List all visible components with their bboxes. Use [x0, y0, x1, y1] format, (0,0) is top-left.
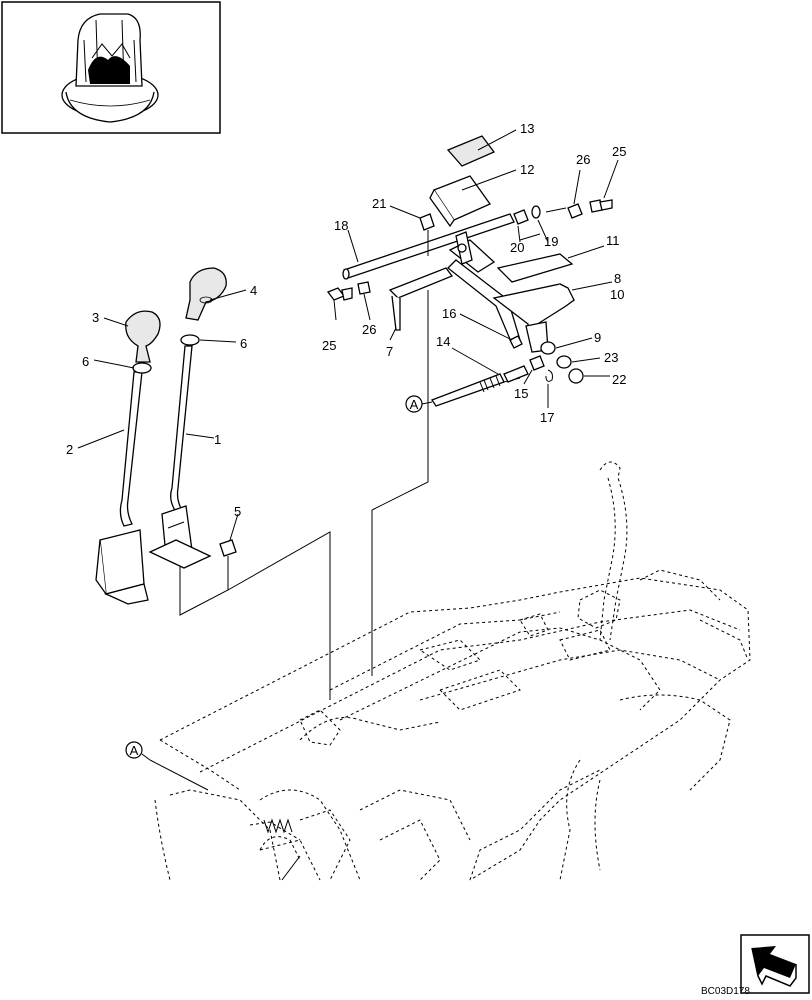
callout-11: 11	[606, 233, 620, 248]
callout-4: 4	[250, 283, 257, 298]
reference-mark-upper: A	[405, 395, 433, 413]
callout-8: 8	[614, 271, 621, 286]
callout-19: 19	[544, 234, 558, 249]
lever-2-assembly	[95, 310, 161, 605]
callout-22: 22	[612, 372, 626, 387]
pedal-pad-icon	[446, 135, 496, 167]
cab-thumbnail-icon	[61, 13, 159, 123]
callout-6-left: 6	[82, 354, 89, 369]
reference-mark-lower-label: A	[130, 743, 139, 758]
callout-17: 17	[540, 410, 554, 425]
callout-16: 16	[442, 306, 456, 321]
callout-25-left: 25	[322, 338, 336, 353]
callout-15: 15	[514, 386, 528, 401]
lever-knob-icon	[185, 267, 227, 321]
snap-ring-icon	[568, 368, 584, 384]
view-direction-arrow-icon	[751, 946, 797, 987]
callout-5: 5	[234, 504, 241, 519]
nut-icon	[357, 281, 371, 295]
callout-26-right: 26	[576, 152, 590, 167]
callout-1: 1	[214, 432, 221, 447]
washer-icon	[132, 362, 152, 374]
washer-icon	[556, 355, 572, 369]
bolt-5	[219, 539, 237, 586]
callout-13: 13	[520, 121, 534, 136]
callout-7: 7	[386, 344, 393, 359]
oring-icon	[531, 205, 541, 219]
callout-14: 14	[436, 334, 450, 349]
callout-26-left: 26	[362, 322, 376, 337]
routing-lines	[149, 290, 521, 881]
reference-mark-lower: A	[125, 741, 151, 761]
callout-18: 18	[334, 218, 348, 233]
callout-10: 10	[610, 287, 624, 302]
callout-25-right: 25	[612, 144, 626, 159]
bushing-icon	[540, 341, 556, 355]
leader-lines	[77, 129, 619, 541]
pedal-assembly	[326, 135, 613, 407]
lever-1-assembly	[148, 267, 227, 569]
location-inset	[1, 1, 221, 134]
callout-23: 23	[604, 350, 618, 365]
washer-icon	[180, 334, 200, 346]
callout-3: 3	[92, 310, 99, 325]
callout-9: 9	[594, 330, 601, 345]
nut-icon	[567, 203, 583, 219]
callout-21: 21	[372, 196, 386, 211]
callout-labels: 1 2 3 4 5 6 6 7 8 9 10 11 12 13 14 15 16…	[66, 121, 626, 519]
lever-knob-icon	[125, 310, 161, 363]
reference-mark-upper-label: A	[410, 397, 419, 412]
bolt-icon	[219, 539, 237, 557]
cable-spring-detail	[263, 818, 293, 834]
orientation-arrow-box	[740, 934, 810, 994]
callout-6-right: 6	[240, 336, 247, 351]
nut-icon	[513, 209, 529, 225]
callout-12: 12	[520, 162, 534, 177]
bolt-icon	[419, 213, 435, 231]
callout-20: 20	[510, 240, 524, 255]
callout-2: 2	[66, 442, 73, 457]
machine-frame-phantom	[154, 461, 751, 881]
figure-code: BC03D178	[701, 986, 750, 997]
